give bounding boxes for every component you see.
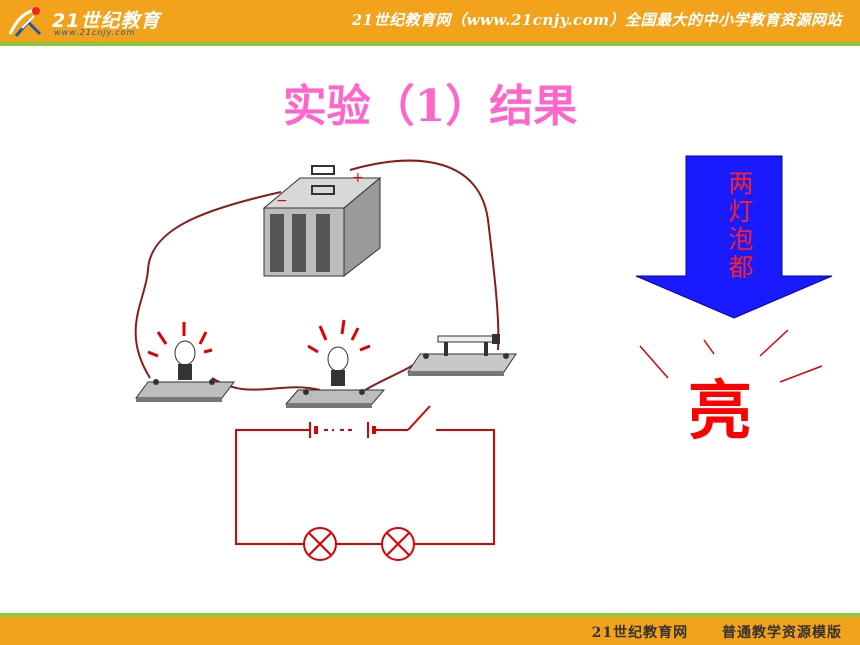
wire-battery-left <box>134 191 282 379</box>
footer-stripe <box>0 613 860 617</box>
down-arrow <box>635 155 833 319</box>
header-site-text: 21世纪教育网（www.21cnjy.com）全国最大的中小学教育资源网站 <box>351 11 842 29</box>
svg-text:−: − <box>276 193 288 209</box>
lamp-symbol-icon <box>381 527 415 561</box>
footer-template: 普通教学资源模版 <box>722 625 842 641</box>
header-stripe <box>0 42 860 46</box>
svg-text:+: + <box>352 170 364 186</box>
bulb-icon <box>135 322 235 402</box>
battery-icon: + − <box>262 165 382 278</box>
page-title: 实验（1）结果 <box>282 81 578 132</box>
logo-text: 21世纪教育 <box>52 10 161 32</box>
glow-rays <box>639 329 823 383</box>
circuit-diagram <box>235 405 495 545</box>
arrow-label: 两灯泡都 <box>728 169 754 282</box>
footer-site[interactable]: 21世纪教育网 <box>591 625 689 641</box>
lamp-symbol-icon <box>303 527 337 561</box>
site-logo[interactable]: 21世纪教育 www.21cnjy.com <box>6 4 186 40</box>
footer-text: 21世纪教育网 普通教学资源模版 <box>564 622 842 642</box>
logo-runner-icon <box>8 7 42 37</box>
footer-bar: 21世纪教育网 普通教学资源模版 <box>0 617 860 645</box>
result-text: 亮 <box>688 374 752 449</box>
switch-icon <box>407 334 517 376</box>
bulb-icon <box>284 319 386 408</box>
logo-url: www.21cnjy.com <box>54 28 136 37</box>
header-bar: 21世纪教育 www.21cnjy.com 21世纪教育网（www.21cnjy… <box>0 0 860 42</box>
wire-battery-right <box>349 159 500 351</box>
